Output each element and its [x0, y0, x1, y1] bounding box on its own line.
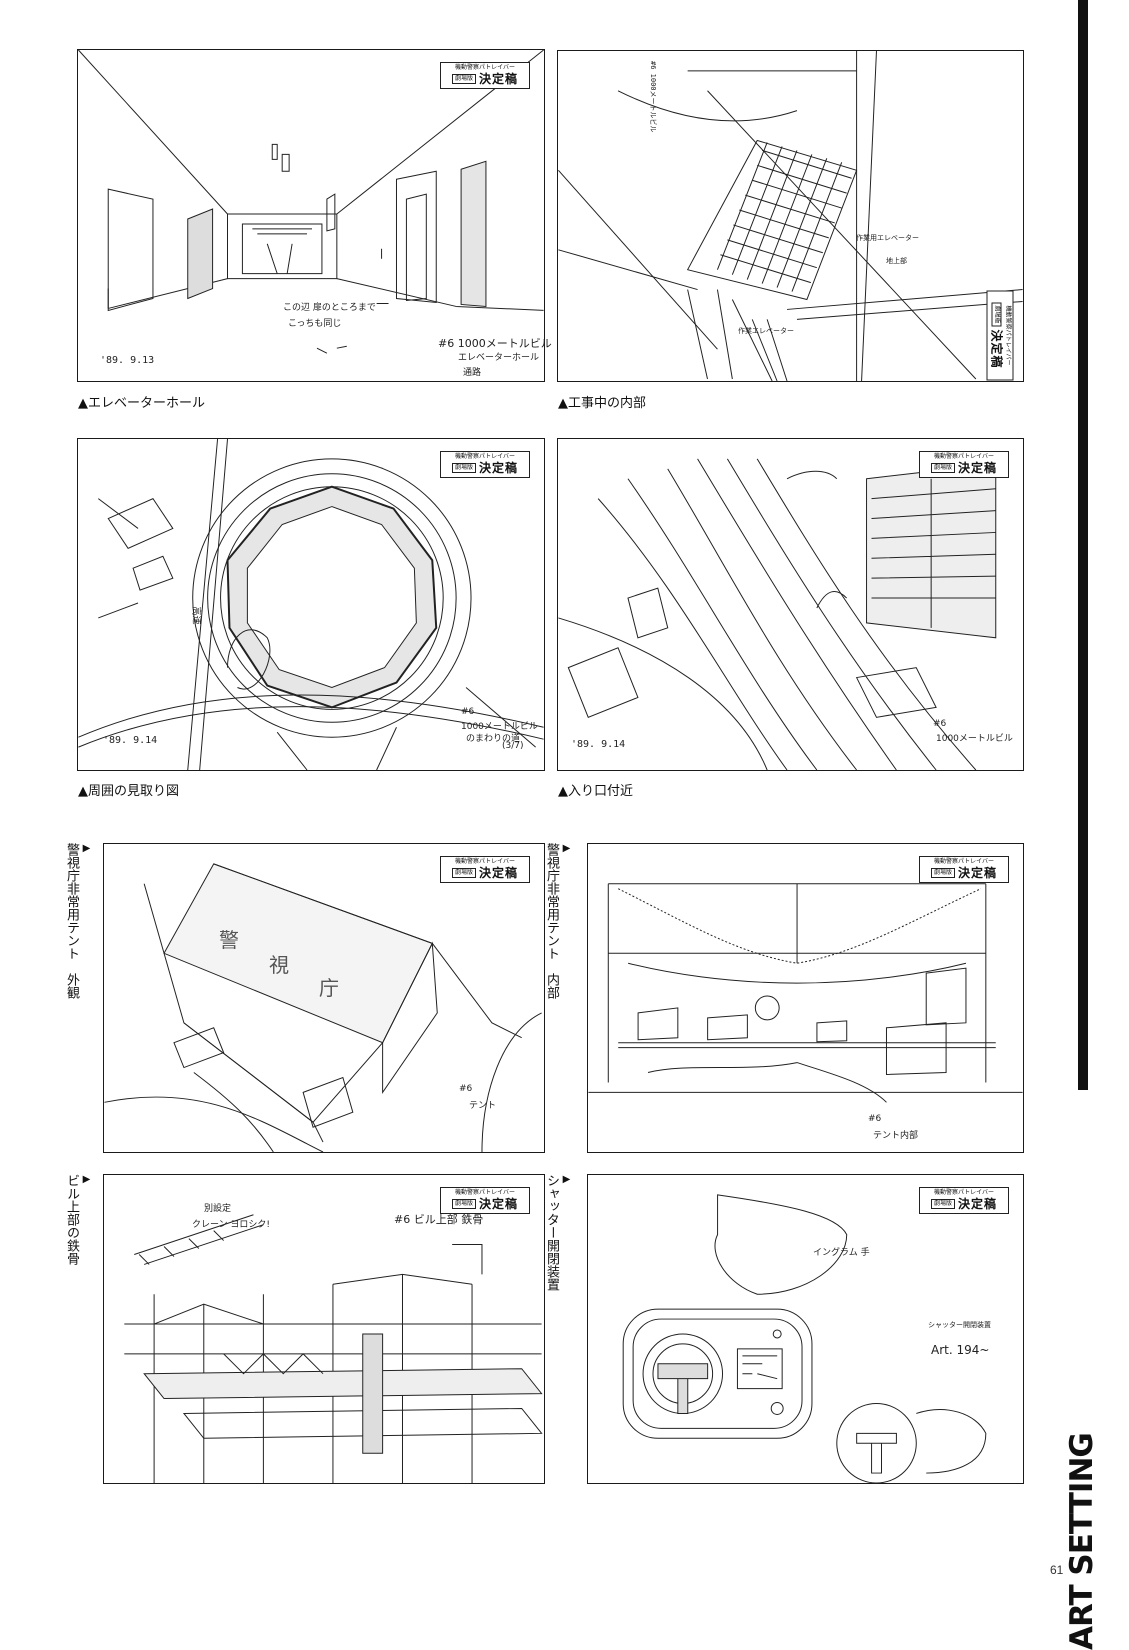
sketch-note: 通路 [463, 368, 482, 378]
art-panel-surrounding-plan: 機動警察パトレイバー 劇場版決定稿 高速 #6 1000メートルビル のまわりの… [77, 438, 545, 771]
sketch-note: #6 [459, 1084, 473, 1094]
sketch-note: テント [469, 1101, 497, 1111]
caption-shutter-device: ▶シャッター開閉装置 [544, 1174, 572, 1291]
sketch-note: #6 ビル上部 鉄骨 [394, 1213, 484, 1226]
caption-steel-frame: ▶ビル上部の鉄骨 [64, 1174, 92, 1265]
sketch-note: こっちも同じ [288, 319, 342, 329]
sketch-note: 地上部 [886, 257, 907, 265]
approval-stamp: 機動警察パトレイバー 劇場版決定稿 [986, 290, 1014, 381]
sketch-date: '89. 9.13 [100, 355, 155, 366]
art-panel-elevator-hall: 機動警察パトレイバー 劇場版決定稿 この辺 扉のところまで こっちも同じ #6 … [77, 49, 552, 382]
sketch-note: 作業用エレベーター [856, 234, 919, 242]
entrance-area-sketch [558, 458, 997, 771]
sketch-date: '89. 9.14 [571, 739, 626, 750]
art-panel-entrance-area: 機動警察パトレイバー 劇場版決定稿 #6 1000メートルビル '89. 9.1… [557, 438, 1024, 771]
sketch-note: (3/7) [502, 741, 524, 751]
tent-interior-sketch [588, 883, 1023, 1103]
page-number: 61 [1050, 1563, 1064, 1577]
steel-frame-sketch [124, 1214, 543, 1483]
side-bar [1078, 0, 1088, 1090]
tent-sign-char: 庁 [319, 976, 339, 1000]
approval-stamp: 機動警察パトレイバー 劇場版決定稿 [440, 856, 530, 883]
caption-surrounding-plan: ▲周囲の見取り図 [78, 784, 179, 799]
sketch-note: 1000メートルビル [461, 722, 538, 732]
sketch-note: エレベーターホール [458, 353, 540, 363]
sketch-note: Art. 194~ [931, 1343, 990, 1357]
sketch-note: テント内部 [873, 1131, 919, 1141]
approval-stamp: 機動警察パトレイバー 劇場版決定稿 [919, 1187, 1009, 1214]
approval-stamp: 機動警察パトレイバー 劇場版決定稿 [440, 451, 530, 478]
approval-stamp: 機動警察パトレイバー 劇場版決定稿 [440, 1187, 530, 1214]
surrounding-plan-sketch [78, 438, 544, 771]
sketch-note: #6 [868, 1114, 882, 1124]
art-panel-tent-interior: 機動警察パトレイバー 劇場版決定稿 #6 テント内部 [587, 843, 1024, 1153]
sketch-note: #6 [933, 719, 947, 729]
sketch-date: '89. 9.14 [103, 735, 158, 746]
caption-construction-interior: ▲工事中の内部 [558, 396, 646, 411]
elevator-hall-sketch [78, 49, 544, 354]
sketch-note: 作業エレベーター [738, 327, 794, 335]
shutter-device-sketch [622, 1194, 987, 1484]
sketch-note: イングラム 手 [813, 1248, 870, 1258]
art-panel-tent-exterior: 警 視 庁 機動警察パトレイバー 劇場版決定稿 #6 テント [103, 843, 545, 1153]
section-title: ART SETTING [1064, 1433, 1100, 1650]
tent-sign-char: 視 [269, 953, 289, 977]
construction-interior-sketch [558, 50, 1023, 382]
approval-stamp: 機動警察パトレイバー 劇場版決定稿 [919, 451, 1009, 478]
sketch-note: #6 [461, 707, 475, 717]
approval-stamp: 機動警察パトレイバー 劇場版決定稿 [440, 62, 530, 89]
sketch-note: 1000メートルビル [936, 734, 1013, 744]
sketch-note: #6 1000メートルビル [438, 337, 552, 350]
sketch-note: のまわりの道 [466, 734, 521, 744]
caption-tent-interior: ▶警視庁非常用テント 内部 [544, 843, 572, 999]
art-panel-steel-frame: 機動警察パトレイバー 劇場版決定稿 #6 ビル上部 鉄骨 別設定 クレーン ヨロ… [103, 1174, 545, 1484]
approval-stamp: 機動警察パトレイバー 劇場版決定稿 [919, 856, 1009, 883]
sketch-date: #6 1000メートルビル [649, 61, 657, 133]
sketch-note: クレーン ヨロシク! [192, 1220, 271, 1230]
sketch-note: シャッター開閉装置 [928, 1321, 991, 1329]
sketch-note: 別設定 [204, 1204, 232, 1214]
caption-entrance-area: ▲入り口付近 [558, 784, 633, 799]
tent-exterior-sketch [104, 863, 542, 1153]
sketch-note: この辺 扉のところまで [283, 303, 376, 313]
sketch-note: 高速 [190, 606, 201, 625]
tent-sign-char: 警 [219, 928, 239, 952]
caption-tent-exterior: ▶警視庁非常用テント 外観 [64, 843, 92, 999]
caption-elevator-hall: ▲エレベーターホール [78, 396, 205, 411]
art-panel-construction-interior: 機動警察パトレイバー 劇場版決定稿 作業用エレベーター 地上部 作業エレベーター… [557, 50, 1024, 382]
art-panel-shutter-device: 機動警察パトレイバー 劇場版決定稿 イングラム 手 シャッター開閉装置 Art.… [587, 1174, 1024, 1484]
